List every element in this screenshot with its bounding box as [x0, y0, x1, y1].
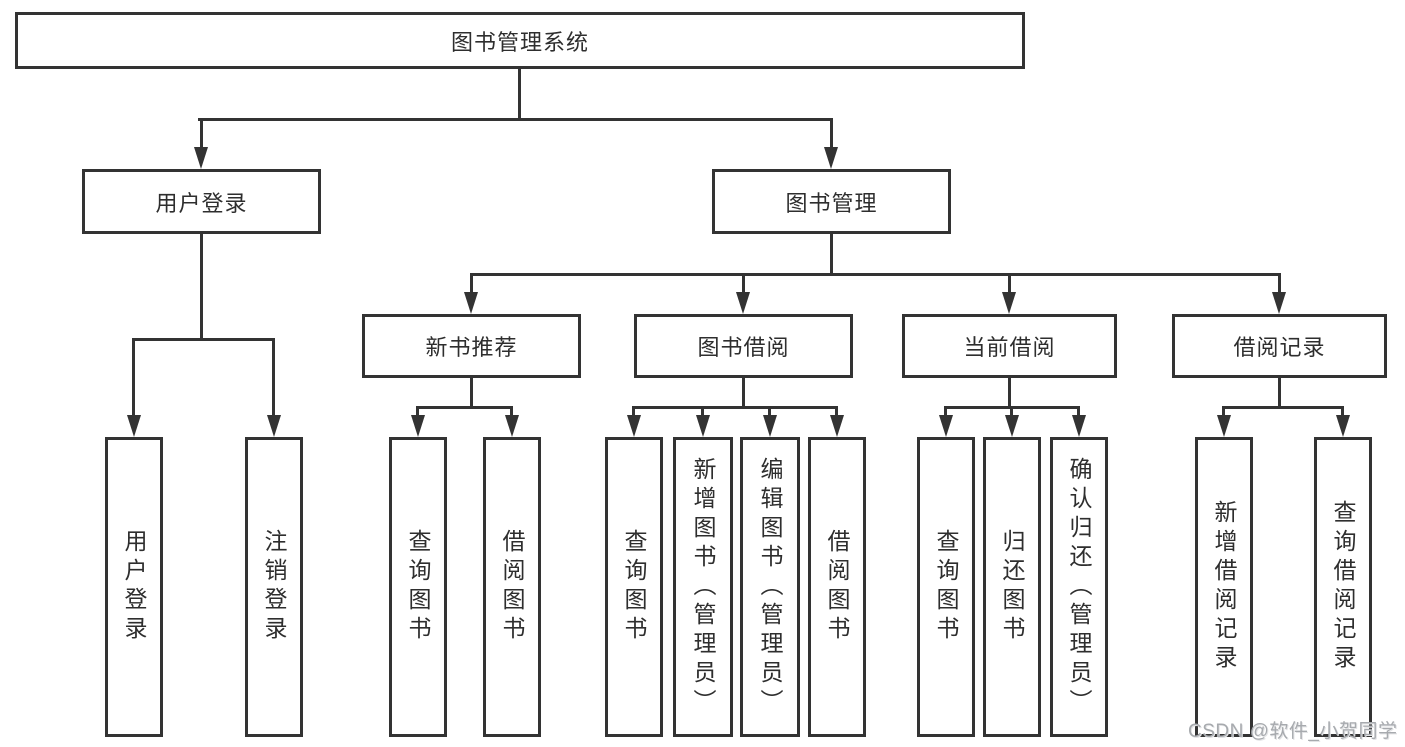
connector-stem: [944, 406, 947, 418]
arrow-down-icon: [939, 415, 953, 437]
connector-borrowrecord-drop: [1278, 378, 1281, 406]
node-leaf-borrow-book: 借阅图书: [808, 437, 866, 737]
connector-stem: [742, 273, 745, 296]
arrow-down-icon: [736, 292, 750, 314]
node-leaf-add-book-admin: 新增图书（管理员）: [673, 437, 733, 737]
node-root-system: 图书管理系统: [15, 12, 1025, 69]
connector-bookborrow-drop: [742, 378, 745, 406]
arrow-down-icon: [824, 147, 838, 169]
arrow-down-icon: [194, 147, 208, 169]
node-leaf-query-book-current: 查询图书: [917, 437, 975, 737]
connector-borrowrecord-split: [1223, 406, 1344, 409]
node-leaf-user-login: 用户登录: [105, 437, 163, 737]
connector-stem: [1077, 406, 1080, 418]
watermark-text: CSDN @软件_小贺同学: [1188, 721, 1398, 742]
connector-stem: [1222, 406, 1225, 418]
connector-stem: [510, 406, 513, 418]
arrow-down-icon: [267, 415, 281, 437]
connector-stem: [830, 118, 833, 150]
connector-stem: [272, 338, 275, 418]
node-leaf-query-book-borrow: 查询图书: [605, 437, 663, 737]
connector-stem: [1341, 406, 1344, 418]
arrow-down-icon: [1336, 415, 1350, 437]
arrow-down-icon: [627, 415, 641, 437]
node-leaf-confirm-return-admin: 确认归还（管理员）: [1050, 437, 1108, 737]
connector-stem: [768, 406, 771, 418]
connector-level3-split: [470, 273, 1281, 276]
connector-stem: [835, 406, 838, 418]
connector-userlogin-split: [133, 338, 275, 341]
connector-stem: [1008, 273, 1011, 296]
connector-stem: [416, 406, 419, 418]
arrow-down-icon: [1272, 292, 1286, 314]
node-leaf-borrow-book-recommend: 借阅图书: [483, 437, 541, 737]
connector-stem: [701, 406, 704, 418]
connector-newbook-drop: [470, 378, 473, 406]
connector-stem: [132, 338, 135, 418]
connector-root-drop: [518, 68, 521, 118]
node-new-book-recommend: 新书推荐: [362, 314, 581, 378]
connector-bookborrow-split: [633, 406, 838, 409]
node-borrow-record: 借阅记录: [1172, 314, 1387, 378]
connector-stem: [1010, 406, 1013, 418]
arrow-down-icon: [1217, 415, 1231, 437]
node-book-borrow: 图书借阅: [634, 314, 853, 378]
node-leaf-add-borrow-record: 新增借阅记录: [1195, 437, 1253, 737]
connector-newbook-split: [417, 406, 513, 409]
connector-stem: [470, 273, 473, 296]
arrow-down-icon: [1005, 415, 1019, 437]
connector-level2-split: [198, 118, 833, 121]
arrow-down-icon: [830, 415, 844, 437]
arrow-down-icon: [127, 415, 141, 437]
connector-currentborrow-drop: [1008, 378, 1011, 406]
node-leaf-query-book-recommend: 查询图书: [389, 437, 447, 737]
connector-stem: [200, 118, 203, 150]
arrow-down-icon: [1072, 415, 1086, 437]
arrow-down-icon: [763, 415, 777, 437]
connector-bookmgmt-drop: [830, 234, 833, 273]
node-leaf-return-book: 归还图书: [983, 437, 1041, 737]
node-user-login: 用户登录: [82, 169, 321, 234]
arrow-down-icon: [411, 415, 425, 437]
arrow-down-icon: [1002, 292, 1016, 314]
arrow-down-icon: [696, 415, 710, 437]
node-leaf-logout: 注销登录: [245, 437, 303, 737]
connector-stem: [1278, 273, 1281, 296]
connector-stem: [632, 406, 635, 418]
node-book-management: 图书管理: [712, 169, 951, 234]
arrow-down-icon: [505, 415, 519, 437]
node-leaf-query-borrow-record: 查询借阅记录: [1314, 437, 1372, 737]
arrow-down-icon: [464, 292, 478, 314]
node-current-borrow: 当前借阅: [902, 314, 1117, 378]
connector-userlogin-drop: [200, 234, 203, 338]
node-leaf-edit-book-admin: 编辑图书（管理员）: [740, 437, 800, 737]
